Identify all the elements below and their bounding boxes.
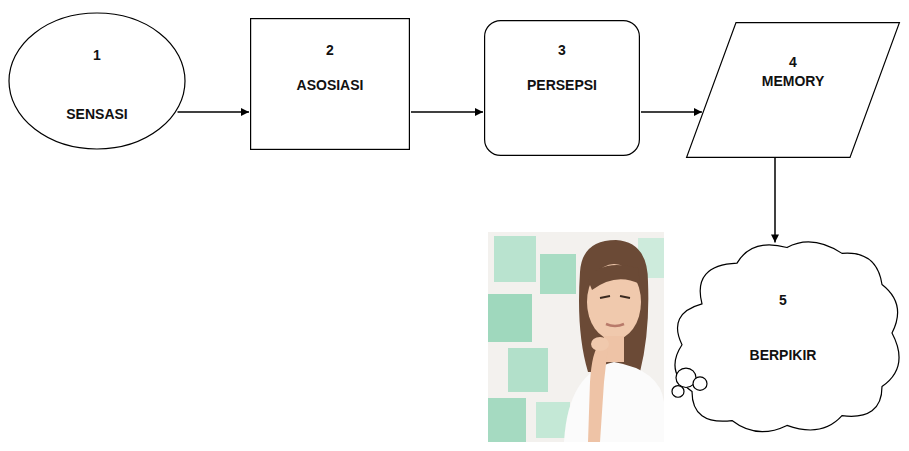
step-label: BERPIKIR — [750, 347, 817, 364]
data-parallelogram: 4MEMORY — [686, 22, 900, 158]
step-label: PERSEPSI — [527, 77, 597, 94]
thought-cloud: 5BERPIKIR — [662, 232, 904, 440]
data-parallelogram-outline — [686, 22, 900, 158]
step-number: 1 — [93, 47, 101, 64]
step-number: 4 — [789, 54, 797, 71]
thought-cloud-outline — [662, 232, 904, 440]
step-number: 5 — [779, 292, 787, 309]
rounded-box: 3PERSEPSI — [484, 20, 640, 156]
step-label: SENSASI — [66, 106, 127, 123]
flow-arrow — [411, 111, 483, 113]
flow-arrow — [774, 158, 776, 242]
process-box: 2ASOSIASI — [250, 18, 410, 150]
ellipse-node-outline — [8, 12, 186, 150]
flow-arrow — [178, 111, 249, 113]
step-label: ASOSIASI — [297, 77, 364, 94]
step-number: 3 — [558, 42, 566, 59]
ellipse-node: 1SENSASI — [8, 12, 186, 150]
step-number: 2 — [326, 42, 334, 59]
thinking-woman-illustration — [488, 232, 664, 442]
step-label: MEMORY — [762, 73, 824, 90]
flow-arrow — [641, 111, 702, 113]
